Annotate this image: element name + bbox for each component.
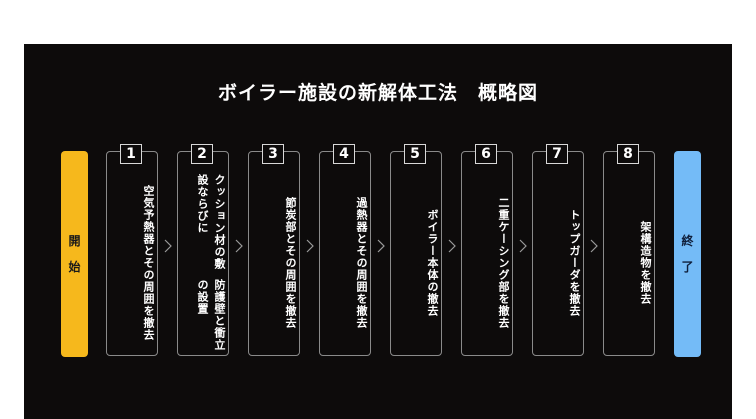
start-char-2: 始 bbox=[68, 260, 81, 274]
step-number: 8 bbox=[617, 144, 639, 164]
end-char-1: 終 bbox=[681, 234, 694, 248]
step-number: 5 bbox=[404, 144, 426, 164]
step-2: 2 クッション材の敷設ならびに 防護壁と衝立の設置 bbox=[177, 144, 229, 356]
chevron-right-icon bbox=[377, 239, 385, 253]
step-text-line: 節炭部とその周囲を撤去 bbox=[284, 197, 297, 329]
step-number: 6 bbox=[475, 144, 497, 164]
start-char-1: 開 bbox=[68, 234, 81, 248]
diagram-canvas: ボイラー施設の新解体工法 概略図 開 始 1 空気予熱器とその周囲を撤去 2 ク… bbox=[24, 44, 732, 419]
diagram-title: ボイラー施設の新解体工法 概略図 bbox=[217, 82, 538, 104]
step-text: 空気予熱器とその周囲を撤去 bbox=[107, 174, 157, 352]
step-5: 5 ボイラー本体の撤去 bbox=[390, 144, 442, 356]
chevron-right-icon bbox=[235, 239, 243, 253]
step-text-line: 空気予熱器とその周囲を撤去 bbox=[142, 185, 155, 341]
chevron-right-icon bbox=[448, 239, 456, 253]
step-text-line: 防護壁と衝立の設置 bbox=[196, 279, 226, 352]
step-7: 7 トップガーダを撤去 bbox=[532, 144, 584, 356]
step-text: 二重ケーシング部を撤去 bbox=[462, 174, 512, 352]
chevron-right-icon bbox=[306, 239, 314, 253]
step-text-line: クッション材の敷設ならびに bbox=[196, 174, 226, 270]
step-6: 6 二重ケーシング部を撤去 bbox=[461, 144, 513, 356]
step-text: ボイラー本体の撤去 bbox=[391, 174, 441, 352]
chevron-right-icon bbox=[590, 239, 598, 253]
start-cap: 開 始 bbox=[61, 151, 88, 357]
step-4: 4 過熱器とその周囲を撤去 bbox=[319, 144, 371, 356]
step-text-line: 過熱器とその周囲を撤去 bbox=[355, 197, 368, 329]
step-8: 8 架構造物を撤去 bbox=[603, 144, 655, 356]
step-text: 節炭部とその周囲を撤去 bbox=[249, 174, 299, 352]
step-text-line: ボイラー本体の撤去 bbox=[426, 209, 439, 317]
chevron-right-icon bbox=[164, 239, 172, 253]
step-text-line: トップガーダを撤去 bbox=[568, 209, 581, 317]
end-char-2: 了 bbox=[681, 260, 694, 274]
step-text: 架構造物を撤去 bbox=[604, 174, 654, 352]
step-number: 2 bbox=[191, 144, 213, 164]
step-number: 1 bbox=[120, 144, 142, 164]
step-text-line: 二重ケーシング部を撤去 bbox=[497, 197, 510, 329]
step-text-line: 架構造物を撤去 bbox=[639, 221, 652, 305]
step-number: 7 bbox=[546, 144, 568, 164]
step-number: 3 bbox=[262, 144, 284, 164]
step-1: 1 空気予熱器とその周囲を撤去 bbox=[106, 144, 158, 356]
step-text: トップガーダを撤去 bbox=[533, 174, 583, 352]
step-number: 4 bbox=[333, 144, 355, 164]
end-cap: 終 了 bbox=[674, 151, 701, 357]
step-text: クッション材の敷設ならびに 防護壁と衝立の設置 bbox=[178, 174, 228, 352]
step-3: 3 節炭部とその周囲を撤去 bbox=[248, 144, 300, 356]
step-text: 過熱器とその周囲を撤去 bbox=[320, 174, 370, 352]
chevron-right-icon bbox=[519, 239, 527, 253]
